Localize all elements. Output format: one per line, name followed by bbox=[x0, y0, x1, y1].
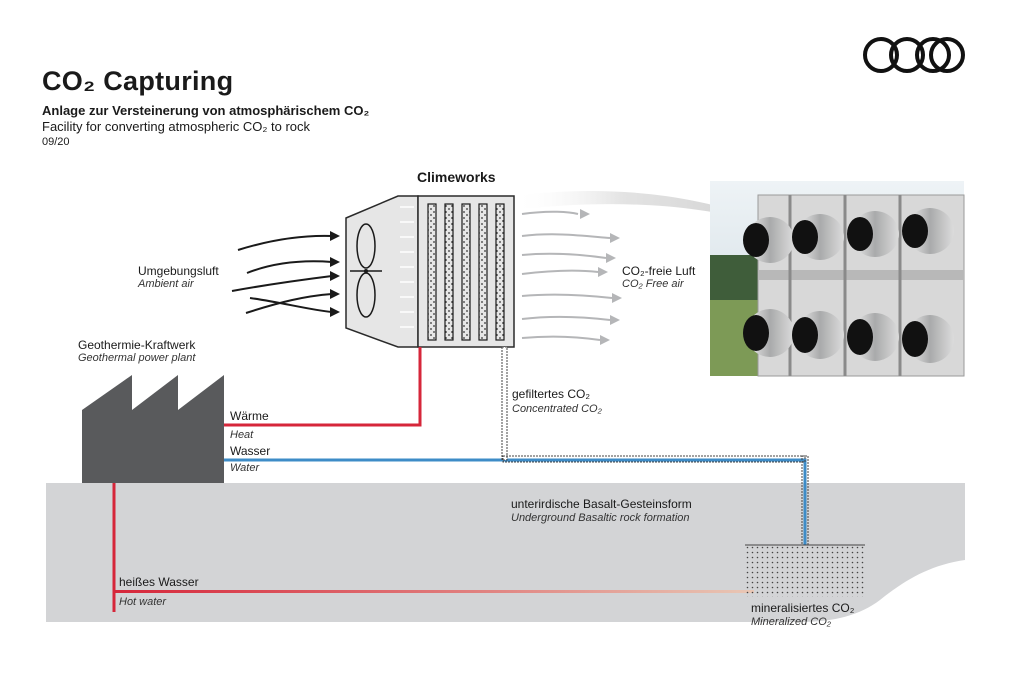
water-label-de: Wasser bbox=[230, 444, 271, 458]
basalt-ground bbox=[46, 483, 965, 622]
free-air-label-en: CO₂ Free air bbox=[622, 278, 684, 290]
page-title: CO₂ Capturing bbox=[42, 66, 234, 96]
heat-label-en: Heat bbox=[230, 429, 254, 441]
geothermal-label-de: Geothermie-Kraftwerk bbox=[78, 338, 196, 352]
subtitle-german: Anlage zur Versteinerung von atmosphäris… bbox=[42, 103, 370, 118]
hot-water-label-en: Hot water bbox=[119, 596, 167, 608]
hot-water-pipe bbox=[114, 590, 754, 593]
heat-pipe bbox=[224, 347, 422, 427]
ambient-air-arrows bbox=[231, 234, 333, 314]
four-rings-logo bbox=[863, 37, 965, 73]
hot-water-label-de: heißes Wasser bbox=[119, 575, 199, 589]
photo-beam bbox=[512, 190, 790, 232]
ambient-air-label-en: Ambient air bbox=[138, 278, 194, 290]
geothermal-plant-building bbox=[82, 375, 224, 483]
filtered-co2-label-en: Concentrated CO₂ bbox=[512, 403, 602, 415]
climeworks-label: Climeworks bbox=[417, 169, 496, 185]
free-air-arrows bbox=[521, 210, 613, 341]
co2-pipe bbox=[501, 346, 508, 461]
capture-plant-photo bbox=[710, 181, 965, 377]
water-label-en: Water bbox=[230, 462, 260, 474]
mineralized-label-en: Mineralized CO₂ bbox=[751, 616, 831, 628]
basalt-label-en: Underground Basaltic rock formation bbox=[511, 512, 690, 524]
climeworks-unit bbox=[345, 195, 515, 348]
ambient-air-label-de: Umgebungsluft bbox=[138, 264, 219, 278]
subtitle-english: Facility for converting atmospheric CO₂ … bbox=[42, 119, 311, 134]
basalt-label-de: unterirdische Basalt-Gesteinsform bbox=[511, 497, 692, 511]
geothermal-label-en: Geothermal power plant bbox=[78, 352, 196, 364]
free-air-label-de: CO₂-freie Luft bbox=[622, 264, 696, 278]
mineralized-zone bbox=[745, 545, 865, 597]
filtered-co2-label-de: gefiltertes CO₂ bbox=[512, 387, 591, 401]
filter-columns bbox=[427, 203, 505, 341]
date-label: 09/20 bbox=[42, 136, 70, 148]
mineralized-label-de: mineralisiertes CO₂ bbox=[751, 601, 855, 615]
fan-icon bbox=[350, 223, 382, 318]
heat-label-de: Wärme bbox=[230, 409, 269, 423]
